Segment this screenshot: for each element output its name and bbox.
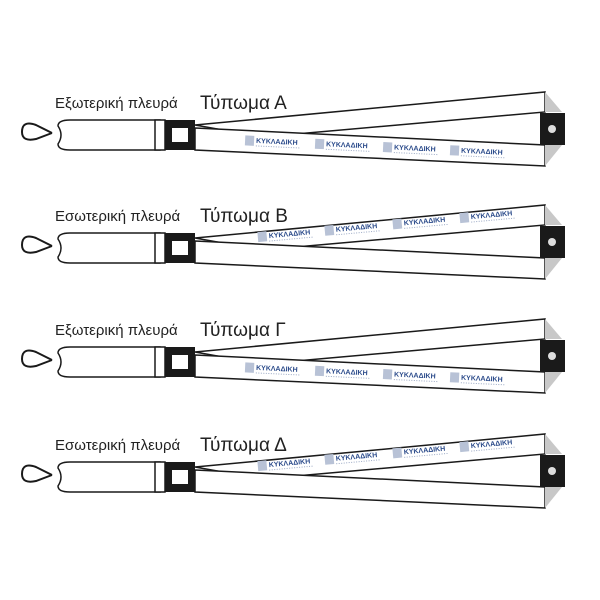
logo: ΚΥΚΛΑΔΙΚΗ <box>392 217 449 230</box>
logo-mark-icon <box>314 365 325 377</box>
logo-mark-icon <box>244 362 255 373</box>
logo-text: ΚΥΚΛΑΔΙΚΗ <box>471 439 513 450</box>
logo: ΚΥΚΛΑΔΙΚΗ <box>314 365 370 379</box>
print-label: Τύπωμα Γ <box>200 320 286 341</box>
logo-mark-icon <box>314 138 325 150</box>
strap-tube <box>57 346 161 378</box>
print-label: Τύπωμα Α <box>200 93 287 114</box>
side-label: Εξωτερική πλευρά <box>55 95 178 112</box>
print-label: Τύπωμα Δ <box>200 435 287 456</box>
logo-mark-icon <box>382 142 393 153</box>
logo: ΚΥΚΛΑΔΙΚΗ <box>459 439 516 453</box>
logo-mark-icon <box>459 441 470 453</box>
logo-text: ΚΥΚΛΑΔΙΚΗ <box>394 145 436 154</box>
logo: ΚΥΚΛΑΔΙΚΗ <box>382 142 438 156</box>
buckle <box>165 233 195 263</box>
buckle <box>165 462 195 492</box>
front-strap <box>194 127 546 167</box>
lanyard-3: ΚΥΚΛΑΔΙΚΗ ΚΥΚΛΑΔΙΚΗ ΚΥΚΛΑΔΙΚΗ ΚΥΚΛΑΔΙΚΗ <box>20 433 565 509</box>
front-strap <box>194 240 546 280</box>
strap-fold-shade <box>545 319 562 339</box>
hook-icon <box>20 349 53 368</box>
logo-mark-icon <box>257 460 268 472</box>
logo: ΚΥΚΛΑΔΙΚΗ <box>382 369 438 383</box>
logo: ΚΥΚΛΑΔΙΚΗ <box>459 210 516 224</box>
buckle-collar <box>154 232 166 264</box>
logo: ΚΥΚΛΑΔΙΚΗ <box>392 446 449 459</box>
strap-fold-shade <box>545 205 562 225</box>
logo: ΚΥΚΛΑΔΙΚΗ <box>314 138 370 152</box>
logo-text: ΚΥΚΛΑΔΙΚΗ <box>404 217 446 228</box>
logo-text: ΚΥΚΛΑΔΙΚΗ <box>461 375 503 384</box>
logo-text: ΚΥΚΛΑΔΙΚΗ <box>461 148 503 157</box>
logo-mark-icon <box>382 369 393 380</box>
logo: ΚΥΚΛΑΔΙΚΗ <box>449 372 505 386</box>
logo: ΚΥΚΛΑΔΙΚΗ <box>324 452 381 465</box>
lanyard-2: ΚΥΚΛΑΔΙΚΗ ΚΥΚΛΑΔΙΚΗ ΚΥΚΛΑΔΙΚΗ ΚΥΚΛΑΔΙΚΗ <box>20 318 565 394</box>
buckle-collar <box>154 461 166 493</box>
logo-mark-icon <box>257 231 268 243</box>
logo-text: ΚΥΚΛΑΔΙΚΗ <box>336 223 378 234</box>
logo-text: ΚΥΚΛΑΔΙΚΗ <box>471 210 513 221</box>
strap-fold-shade <box>545 258 562 279</box>
logo-text: ΚΥΚΛΑΔΙΚΗ <box>256 138 298 147</box>
end-clip-hole <box>548 238 556 246</box>
side-label: Εξωτερική πλευρά <box>55 322 178 339</box>
logo-text: ΚΥΚΛΑΔΙΚΗ <box>336 452 378 463</box>
front-strap <box>194 354 546 394</box>
strap-fold-shade <box>545 434 562 454</box>
logo-text: ΚΥΚΛΑΔΙΚΗ <box>256 365 298 374</box>
strap-fold-shade <box>545 92 562 112</box>
buckle-collar <box>154 119 166 151</box>
strap-tube <box>57 461 161 493</box>
buckle-collar <box>154 346 166 378</box>
front-strap <box>194 469 546 509</box>
logo-text: ΚΥΚΛΑΔΙΚΗ <box>326 368 368 377</box>
logo-mark-icon <box>449 372 460 383</box>
buckle <box>165 347 195 377</box>
logo: ΚΥΚΛΑΔΙΚΗ <box>244 135 300 149</box>
logo-mark-icon <box>392 218 403 230</box>
logo-text: ΚΥΚΛΑΔΙΚΗ <box>269 229 311 240</box>
logo: ΚΥΚΛΑΔΙΚΗ <box>449 145 505 159</box>
logo-mark-icon <box>459 212 470 224</box>
lanyard-0: ΚΥΚΛΑΔΙΚΗ ΚΥΚΛΑΔΙΚΗ ΚΥΚΛΑΔΙΚΗ ΚΥΚΛΑΔΙΚΗ <box>20 91 565 167</box>
logo: ΚΥΚΛΑΔΙΚΗ <box>257 458 314 472</box>
logo-mark-icon <box>324 453 335 465</box>
logo: ΚΥΚΛΑΔΙΚΗ <box>324 223 381 236</box>
lanyard-1: ΚΥΚΛΑΔΙΚΗ ΚΥΚΛΑΔΙΚΗ ΚΥΚΛΑΔΙΚΗ ΚΥΚΛΑΔΙΚΗ <box>20 204 565 280</box>
logo-mark-icon <box>392 447 403 459</box>
strap-fold-shade <box>545 372 562 393</box>
side-label: Εσωτερική πλευρά <box>55 437 181 454</box>
buckle <box>165 120 195 150</box>
logo-text: ΚΥΚΛΑΔΙΚΗ <box>269 458 311 469</box>
logo-mark-icon <box>244 135 255 146</box>
logo: ΚΥΚΛΑΔΙΚΗ <box>257 229 314 243</box>
hook-icon <box>20 122 53 141</box>
strap-tube <box>57 232 161 264</box>
side-label: Εσωτερική πλευρά <box>55 208 181 225</box>
logo: ΚΥΚΛΑΔΙΚΗ <box>244 362 300 376</box>
end-clip-hole <box>548 352 556 360</box>
logo-text: ΚΥΚΛΑΔΙΚΗ <box>404 446 446 457</box>
hook-icon <box>20 464 53 483</box>
end-clip-hole <box>548 467 556 475</box>
logo-text: ΚΥΚΛΑΔΙΚΗ <box>394 372 436 381</box>
print-label: Τύπωμα Β <box>200 206 288 227</box>
logo-text: ΚΥΚΛΑΔΙΚΗ <box>326 141 368 150</box>
strap-tube <box>57 119 161 151</box>
logo-mark-icon <box>324 224 335 236</box>
end-clip-hole <box>548 125 556 133</box>
hook-icon <box>20 235 53 254</box>
strap-fold-shade <box>545 487 562 508</box>
logo-mark-icon <box>449 145 460 156</box>
strap-fold-shade <box>545 145 562 166</box>
